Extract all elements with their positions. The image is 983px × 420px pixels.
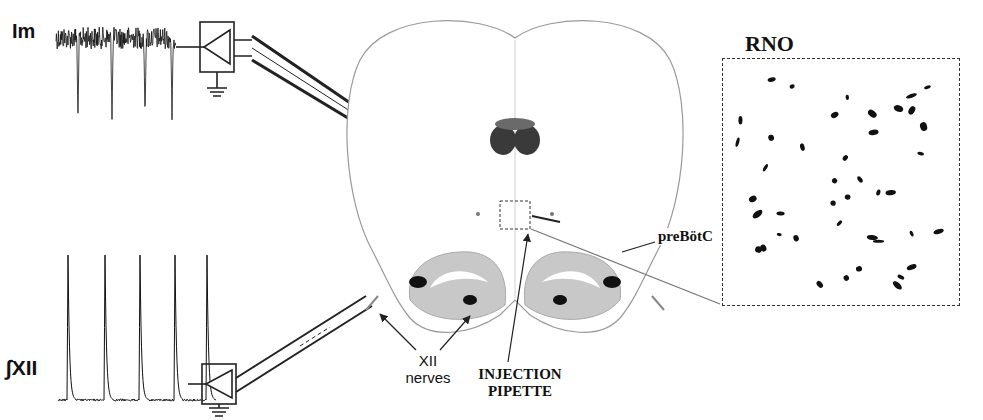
leader-lines	[380, 229, 720, 362]
labelled-cells	[735, 77, 945, 291]
inset-box: RNO	[722, 58, 960, 306]
recording-traces	[56, 27, 216, 401]
nerve-label: XII nerves	[402, 352, 454, 387]
region-label: preBötC	[658, 228, 713, 245]
membrane-current-trace	[56, 27, 176, 120]
inset-heading: RNO	[745, 31, 794, 57]
integrated-nerve-trace	[58, 255, 216, 401]
suction-electrode	[236, 296, 372, 392]
brainstem-slice	[347, 21, 683, 333]
amplifier-symbol	[176, 22, 252, 96]
amplifier-symbol	[188, 364, 236, 416]
pipette-label: INJECTION PIPETTE	[472, 366, 568, 401]
trace-label: Im	[12, 20, 35, 43]
trace-label: ∫XII	[6, 356, 37, 380]
